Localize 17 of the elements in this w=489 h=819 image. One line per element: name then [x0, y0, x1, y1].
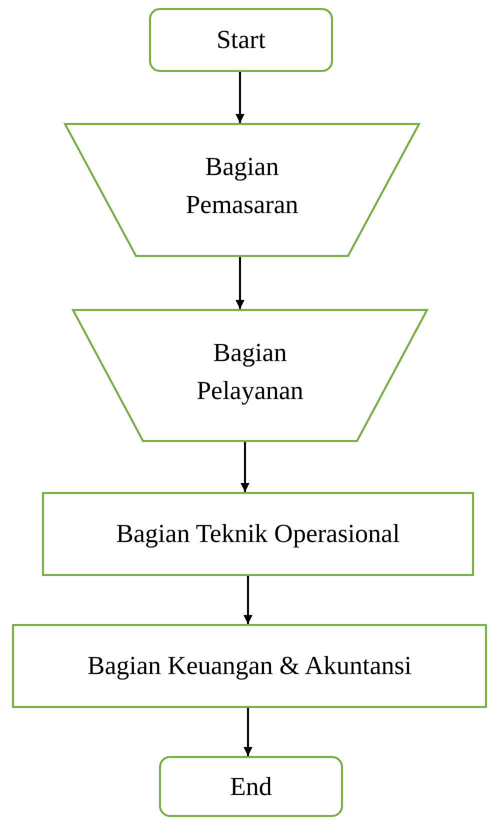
trapezoid-shape [64, 123, 420, 257]
node-label: Bagian Teknik Operasional [115, 518, 401, 550]
node-label: End [229, 770, 273, 803]
arrow [236, 257, 244, 309]
node-label: Bagian Pemasaran [184, 151, 300, 221]
trapezoid-shape [72, 309, 428, 442]
arrow [244, 576, 252, 624]
node-label: Bagian Keuangan & Akuntansi [86, 650, 413, 682]
process-box [42, 492, 474, 576]
terminal-box [149, 8, 333, 72]
arrow [240, 442, 250, 492]
terminal-box [159, 756, 343, 817]
node-label: Bagian Pelayanan [196, 336, 304, 407]
arrow [236, 72, 244, 123]
arrow [244, 708, 252, 756]
node-label: Start [215, 24, 267, 56]
process-box [12, 624, 487, 708]
